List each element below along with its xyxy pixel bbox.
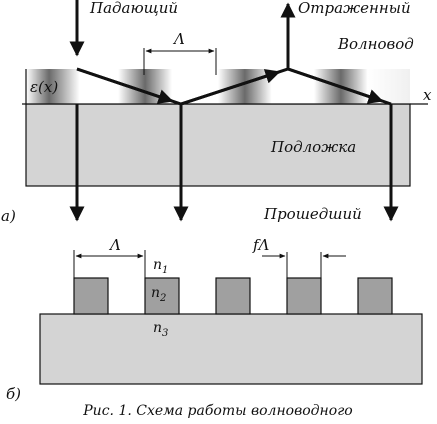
substrate-b [39, 313, 423, 385]
panel-b: Λ fΛ n1 n2 n3 б) [6, 236, 423, 403]
grating-ridge [357, 277, 393, 315]
n2-label: n2 [151, 285, 166, 304]
grating-ridge [286, 277, 322, 315]
panel-a: x ε(x) Λ Падающий Отраженный Волновод По… [1, 0, 432, 225]
waveguide-label: Волновод [337, 35, 414, 53]
panel-letter-a: а) [1, 207, 16, 225]
guided-arrow-3 [287, 67, 384, 104]
period-label-b: Λ [108, 236, 121, 254]
grating-ridge [144, 277, 180, 315]
reflected-label: Отраженный [298, 0, 411, 17]
guided-arrow-2 [180, 69, 281, 106]
period-label-a: Λ [172, 30, 185, 48]
fill-factor-label: fΛ [252, 236, 270, 254]
n1-label: n1 [153, 257, 168, 276]
grating-ridge [215, 277, 251, 315]
figure-caption: Рис. 1. Схема работы волноводного [82, 403, 352, 419]
substrate-label: Подложка [270, 138, 356, 156]
transmitted-label: Прошедший [263, 205, 362, 223]
x-axis-label: x [423, 86, 432, 104]
n3-label: n3 [153, 320, 168, 339]
waveguide-layer [26, 69, 410, 104]
epsilon-label: ε(x) [30, 78, 58, 96]
substrate-layer [25, 103, 411, 187]
incident-label: Падающий [89, 0, 178, 17]
panel-letter-b: б) [6, 385, 21, 403]
guided-arrow-1 [76, 67, 174, 104]
grating-ridge [73, 277, 109, 315]
